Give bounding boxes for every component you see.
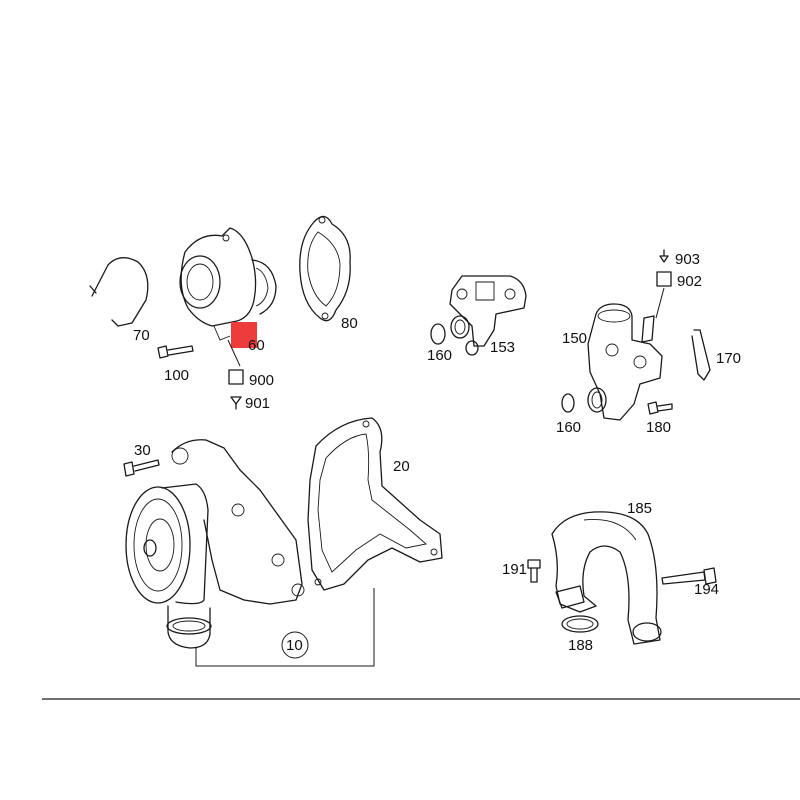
callout-900: 900 [249, 372, 274, 389]
part-100-bolt [157, 345, 194, 359]
callout-30: 30 [134, 442, 151, 459]
part-902-connector [656, 271, 672, 287]
part-900-connector [228, 369, 244, 385]
part-150-module [587, 303, 663, 421]
callout-170: 170 [716, 350, 741, 367]
leader-10-bracket [195, 588, 375, 667]
callout-10-circle [281, 631, 309, 659]
callout-901: 901 [245, 395, 270, 412]
part-194-bolt [661, 567, 717, 585]
callout-153: 153 [490, 339, 515, 356]
callout-185: 185 [627, 500, 652, 517]
part-191-bolt [527, 559, 541, 583]
part-188-seal [561, 615, 599, 633]
part-10-water-pump [125, 439, 305, 649]
leader-900 [227, 339, 241, 367]
part-185-pipe [551, 511, 662, 645]
part-901-pin [230, 396, 242, 410]
part-160-oring-lower [561, 393, 575, 413]
callout-20: 20 [393, 458, 410, 475]
callout-100: 100 [164, 367, 189, 384]
part-153-housing [449, 275, 527, 356]
callout-80: 80 [341, 315, 358, 332]
callout-150: 150 [562, 330, 587, 347]
callout-160-lower: 160 [556, 419, 581, 436]
callout-160-upper: 160 [427, 347, 452, 364]
callout-70: 70 [133, 327, 150, 344]
callout-191: 191 [502, 561, 527, 578]
callout-180: 180 [646, 419, 671, 436]
callout-60: 60 [248, 337, 265, 354]
callout-10: 10 [286, 637, 303, 654]
callout-903: 903 [675, 251, 700, 268]
part-180-bolt [647, 401, 673, 415]
leader-902 [655, 287, 665, 319]
part-20-gasket [307, 417, 443, 591]
callout-902: 902 [677, 273, 702, 290]
callout-188: 188 [568, 637, 593, 654]
highlight-marker [231, 322, 257, 348]
part-70-clip [89, 257, 149, 327]
part-80-gasket [299, 215, 351, 322]
part-170-clip [691, 329, 711, 381]
callout-194: 194 [694, 581, 719, 598]
part-60-thermostat-housing [179, 227, 277, 341]
part-30-bolt [123, 459, 160, 477]
part-903-pin [659, 249, 669, 263]
part-160-oring-upper [430, 323, 446, 345]
